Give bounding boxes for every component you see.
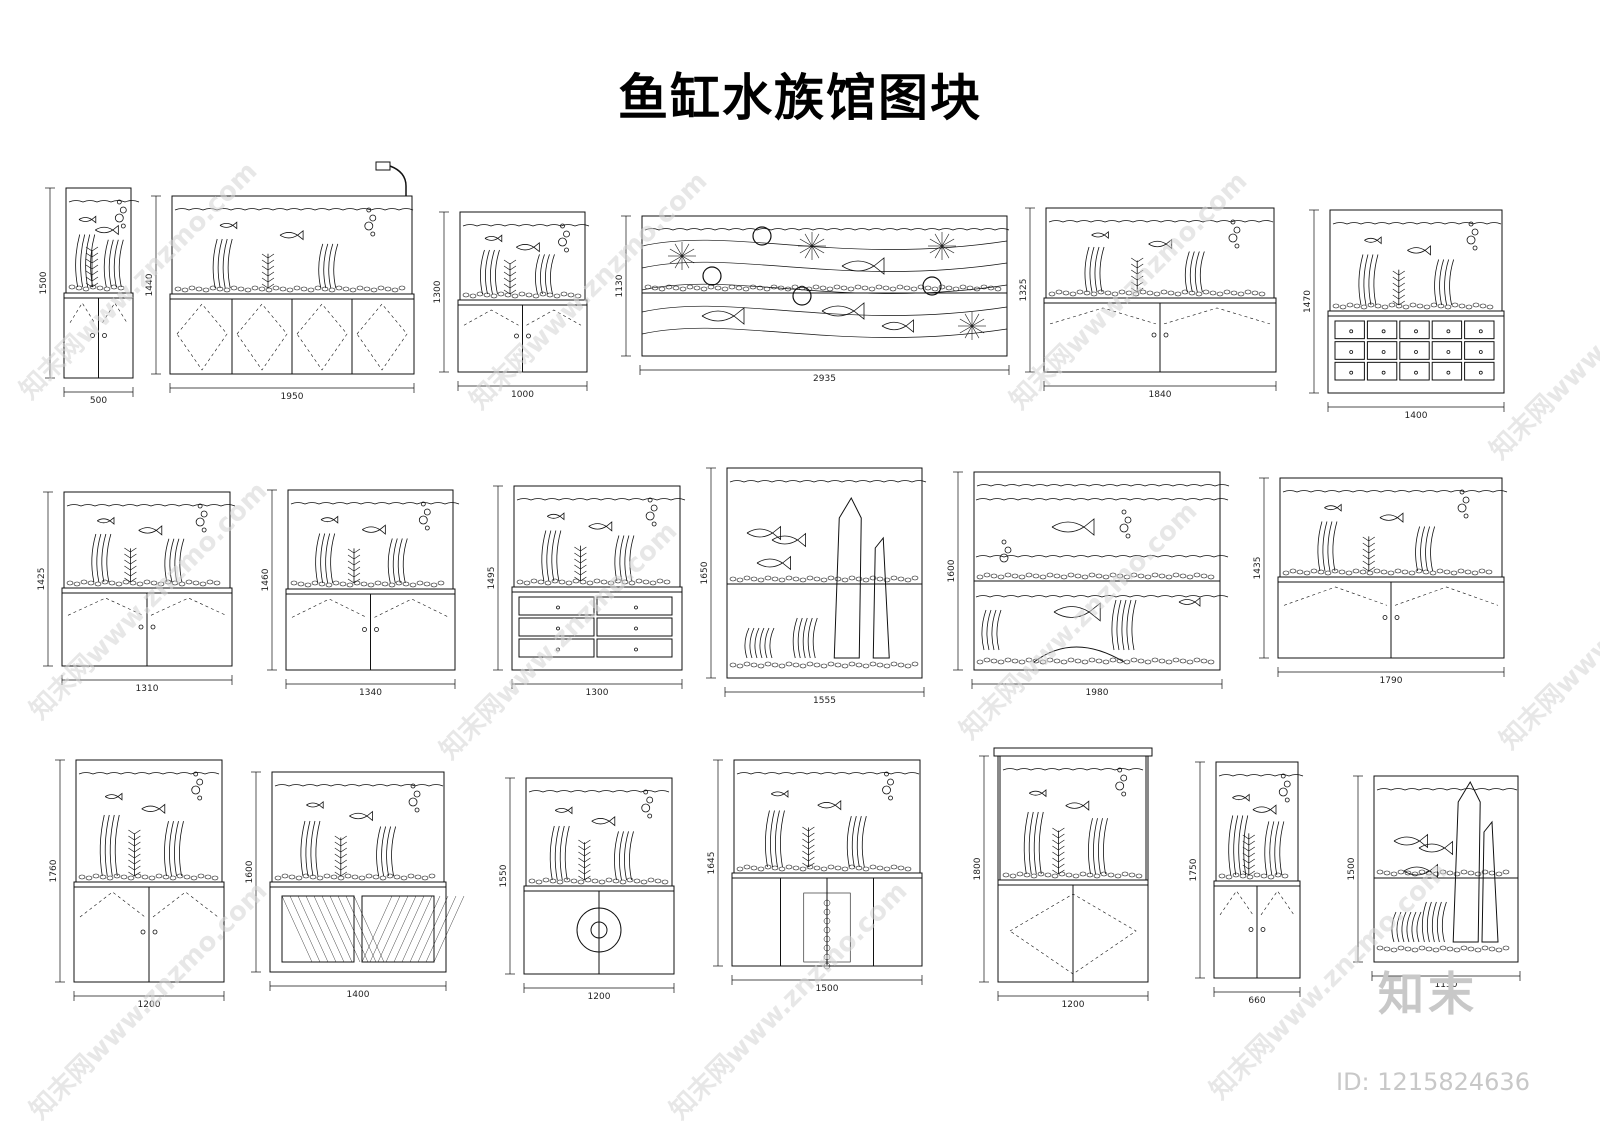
height-dimension-label: 1645 <box>707 852 717 875</box>
cabinet-outline <box>1327 310 1505 394</box>
height-dimension-label: 1300 <box>433 280 443 303</box>
width-dimension-label: 500 <box>90 396 107 406</box>
tank-outline <box>1215 761 1299 882</box>
width-dimension-label: 2935 <box>813 374 836 384</box>
cabinet-outline <box>269 881 447 973</box>
aquarium-block-3: 1000 1300 <box>433 211 590 400</box>
height-dimension-label: 1130 <box>615 274 625 297</box>
height-dimension-label: 1800 <box>973 857 983 880</box>
width-dimension-label: 1200 <box>1062 1000 1085 1010</box>
image-id-label: ID: 1215824636 <box>1336 1068 1530 1096</box>
aquarium-block-10: 1555 1650 <box>700 467 927 706</box>
tank-outline <box>287 489 454 590</box>
aquarium-block-8: 1340 1460 <box>261 489 460 698</box>
tank-outline <box>75 759 223 883</box>
aquarium-block-9: 1300 1495 <box>487 485 686 698</box>
height-dimension-label: 1600 <box>947 559 957 582</box>
height-dimension-label: 1650 <box>700 561 710 584</box>
aquarium-block-7: 1310 1425 <box>37 491 236 694</box>
aquarium-block-6: 1400 1470 <box>1303 209 1505 421</box>
width-dimension-label: 1555 <box>813 696 836 706</box>
tank-outline <box>1279 477 1503 578</box>
width-dimension-label: 1340 <box>359 688 382 698</box>
aquarium-block-2: 1950 1440 <box>145 161 415 402</box>
height-dimension-label: 1440 <box>145 273 155 296</box>
width-dimension-label: 1790 <box>1380 676 1403 686</box>
width-dimension-label: 1310 <box>136 684 159 694</box>
aquarium-block-5: 1840 1325 <box>1019 207 1277 400</box>
aquarium-block-16: 1500 1645 <box>707 759 923 994</box>
width-dimension-label: 1200 <box>588 992 611 1002</box>
tank-outline <box>1329 209 1503 312</box>
tank-outline <box>726 467 923 585</box>
width-dimension-label: 1840 <box>1149 390 1172 400</box>
aquarium-block-12: 1790 1435 <box>1253 477 1508 686</box>
width-dimension-label: 1200 <box>138 1000 161 1010</box>
aquarium-block-13: 1200 1760 <box>49 759 225 1010</box>
height-dimension-label: 1470 <box>1303 290 1313 313</box>
width-dimension-label: 1400 <box>347 990 370 1000</box>
cabinet-outline <box>511 586 683 671</box>
aquarium-block-19: 1150 1500 <box>1347 775 1521 990</box>
height-dimension-label: 1325 <box>1019 279 1029 302</box>
aquarium-block-4: 2935 1130 <box>615 215 1010 384</box>
width-dimension-label: 1500 <box>816 984 839 994</box>
height-dimension-label: 1425 <box>37 568 47 591</box>
height-dimension-label: 1435 <box>1253 557 1263 580</box>
width-dimension-label: 1400 <box>1405 411 1428 421</box>
height-dimension-label: 1750 <box>1189 858 1199 881</box>
tank-outline <box>1373 775 1519 879</box>
height-dimension-label: 1460 <box>261 568 271 591</box>
width-dimension-label: 660 <box>1248 996 1265 1006</box>
width-dimension-label: 1150 <box>1435 980 1458 990</box>
tank-outline <box>999 755 1147 881</box>
tank-outline <box>641 215 1008 294</box>
tank-outline <box>733 759 921 874</box>
aquarium-block-18: 660 1750 <box>1189 761 1304 1006</box>
brand-logo: 知末 <box>1378 967 1478 1021</box>
width-dimension-label: 1300 <box>586 688 609 698</box>
height-dimension-label: 1500 <box>39 271 49 294</box>
width-dimension-label: 1980 <box>1086 688 1109 698</box>
height-dimension-label: 1760 <box>49 859 59 882</box>
aquarium-block-1: 500 1500 <box>39 187 140 406</box>
aquarium-block-11: 1980 1600 <box>947 471 1230 698</box>
drawing-title: 鱼缸水族馆图块 <box>618 69 982 127</box>
width-dimension-label: 1950 <box>281 392 304 402</box>
height-dimension-label: 1600 <box>245 860 255 883</box>
height-dimension-label: 1550 <box>499 864 509 887</box>
aquarium-block-17: 1200 1800 <box>973 747 1153 1010</box>
aquarium-block-14: 1400 1600 <box>245 771 465 1000</box>
height-dimension-label: 1500 <box>1347 857 1357 880</box>
tank-outline <box>525 777 673 887</box>
aquarium-block-15: 1200 1550 <box>499 777 675 1002</box>
width-dimension-label: 1000 <box>511 390 534 400</box>
tank-outline <box>271 771 445 883</box>
height-dimension-label: 1495 <box>487 567 497 590</box>
